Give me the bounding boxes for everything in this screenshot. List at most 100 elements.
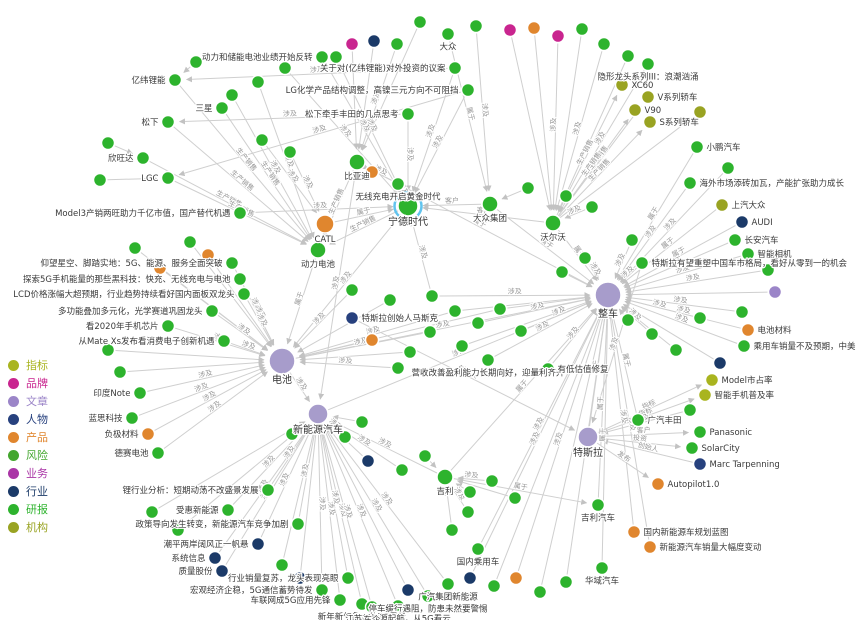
graph-node-tingche[interactable] [420, 588, 436, 604]
graph-node-n_m11[interactable] [344, 282, 360, 298]
graph-node-n_r3[interactable] [760, 262, 776, 278]
graph-node-n_j4[interactable] [460, 504, 476, 520]
graph-node-n_z6[interactable] [668, 342, 684, 358]
graph-node-fuji[interactable] [140, 426, 156, 442]
graph-node-gq_toyota[interactable] [630, 412, 646, 428]
graph-node-model_share[interactable] [704, 372, 720, 388]
graph-node-n_r6[interactable] [712, 355, 728, 371]
legend-item-yb[interactable]: 研报 [8, 504, 48, 515]
graph-node-n_m7[interactable] [422, 324, 438, 340]
graph-node-s_series[interactable] [642, 114, 658, 130]
graph-node-n_z3[interactable] [624, 232, 640, 248]
graph-node-n_tl3[interactable] [188, 54, 204, 70]
legend-item-fx[interactable]: 风险 [8, 450, 48, 461]
graph-node-rep_dongli[interactable] [314, 49, 330, 65]
graph-node-samsung[interactable] [214, 100, 230, 116]
graph-node-chengya[interactable] [540, 361, 556, 377]
graph-node-n_x1[interactable] [284, 426, 300, 442]
graph-node-n_tc5[interactable] [389, 36, 405, 52]
graph-node-n_tl2[interactable] [92, 172, 108, 188]
graph-node-n_c2[interactable] [558, 188, 574, 204]
graph-node-n_t2[interactable] [282, 144, 298, 160]
graph-node-n_m12[interactable] [382, 292, 398, 308]
graph-node-n_x2[interactable] [337, 429, 353, 445]
graph-node-n_bc3[interactable] [274, 557, 290, 573]
graph-node-xny_biandong[interactable] [642, 539, 658, 555]
graph-node-tansuo[interactable] [232, 271, 248, 287]
graph-node-jiangsu[interactable] [390, 598, 406, 614]
graph-node-n_br2[interactable] [532, 584, 548, 600]
graph-node-audi[interactable] [734, 214, 750, 230]
graph-node-n_br4[interactable] [486, 578, 502, 594]
graph-node-n_tl5[interactable] [250, 74, 266, 90]
graph-node-marc[interactable] [692, 456, 708, 472]
graph-node-n_z5[interactable] [644, 326, 660, 342]
graph-node-xnyqc[interactable] [307, 403, 329, 425]
graph-node-yiwei[interactable] [167, 72, 183, 88]
graph-node-jili[interactable] [436, 468, 454, 486]
graph-node-shouhui[interactable] [220, 502, 236, 518]
graph-node-n_l1[interactable] [112, 364, 128, 380]
graph-node-chengyongche[interactable] [736, 338, 752, 354]
graph-node-gn_guihua[interactable] [626, 524, 642, 540]
graph-node-n_m2[interactable] [447, 303, 463, 319]
graph-node-panasonic_cn[interactable] [160, 114, 176, 130]
graph-node-n_lr3[interactable] [152, 260, 168, 276]
graph-node-xiaopeng[interactable] [689, 139, 705, 155]
graph-node-lgc[interactable] [160, 170, 176, 186]
graph-node-haiwai[interactable] [682, 175, 698, 191]
legend-item-jg[interactable]: 机构 [8, 522, 48, 533]
graph-node-n_j6[interactable] [360, 453, 376, 469]
graph-node-volvo[interactable] [544, 214, 562, 232]
graph-node-zn_xiangji[interactable] [740, 246, 756, 262]
graph-node-n_r1[interactable] [692, 104, 708, 120]
graph-node-n_z4[interactable] [620, 312, 636, 328]
graph-node-n_j7[interactable] [394, 462, 410, 478]
graph-node-n_z7[interactable] [692, 310, 708, 326]
graph-node-v90[interactable] [627, 102, 643, 118]
graph-node-n_t1[interactable] [254, 132, 270, 148]
graph-node-n_m4[interactable] [492, 301, 508, 317]
graph-node-biyadi[interactable] [348, 153, 366, 171]
graph-node-n_j2[interactable] [484, 473, 500, 489]
graph-node-n_tc12[interactable] [620, 48, 636, 64]
graph-node-n_m6[interactable] [454, 338, 470, 354]
graph-node-zhiliang[interactable] [214, 563, 230, 579]
graph-node-n_tc11[interactable] [596, 36, 612, 52]
graph-node-n_lr2[interactable] [200, 247, 216, 263]
graph-node-n_tl1[interactable] [100, 135, 116, 151]
graph-node-n_tc8[interactable] [526, 20, 542, 36]
graph-node-n_m9[interactable] [390, 360, 406, 376]
graph-node-n_j3[interactable] [507, 490, 523, 506]
graph-node-catl[interactable] [315, 214, 335, 234]
graph-node-n_tc10[interactable] [574, 21, 590, 37]
legend-item-pp[interactable]: 品牌 [8, 378, 48, 389]
graph-node-zhengche[interactable] [594, 281, 622, 309]
graph-node-duogongneng[interactable] [204, 303, 220, 319]
graph-node-n_tc7[interactable] [502, 22, 518, 38]
graph-node-lcd[interactable] [236, 286, 252, 302]
graph-node-n_j5[interactable] [444, 522, 460, 538]
graph-node-n_c3[interactable] [584, 199, 600, 215]
graph-node-lansi[interactable] [124, 410, 140, 426]
graph-node-n_tc1[interactable] [412, 14, 428, 30]
graph-node-musk[interactable] [344, 310, 360, 326]
graph-node-n_m3[interactable] [470, 315, 486, 331]
graph-node-n_bc2[interactable] [292, 570, 308, 586]
graph-node-n_br1[interactable] [558, 574, 574, 590]
legend-item-hy[interactable]: 行业 [8, 486, 48, 497]
graph-node-hangye_fusu[interactable] [340, 570, 356, 586]
graph-node-n_z1[interactable] [577, 250, 593, 266]
graph-node-n_c4[interactable] [364, 164, 380, 180]
graph-node-rep_yiwei_invest[interactable] [447, 60, 463, 76]
graph-node-panasonic_en[interactable] [692, 424, 708, 440]
graph-node-dl_dianchi[interactable] [309, 241, 327, 259]
legend-item-yw[interactable]: 业务 [8, 468, 48, 479]
graph-node-n_tc3[interactable] [344, 36, 360, 52]
graph-node-dc_cailiao[interactable] [740, 322, 756, 338]
graph-node-n_tl6[interactable] [277, 60, 293, 76]
graph-node-n_tc9[interactable] [550, 28, 566, 44]
graph-node-n_tc2[interactable] [468, 18, 484, 34]
graph-node-n_l2[interactable] [100, 342, 116, 358]
